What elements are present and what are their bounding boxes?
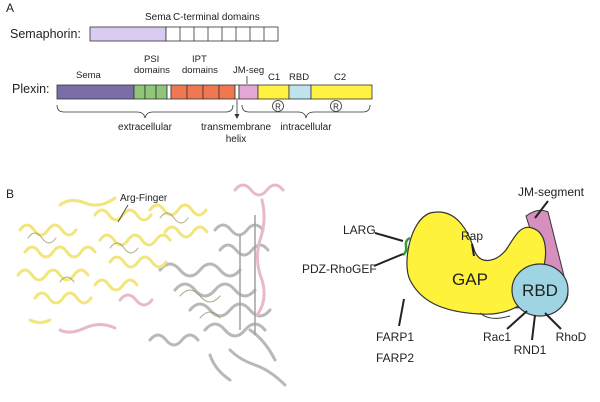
jm-seg-label: JM-seg <box>233 65 264 76</box>
plexin-c2-domain <box>310 84 373 100</box>
rap-pointer <box>471 243 475 257</box>
rnd1-pointer <box>531 314 536 341</box>
psi-label-line2: domains <box>134 65 170 76</box>
rap-label: Rap <box>461 229 483 243</box>
rbd-label: RBD <box>522 281 558 300</box>
pdz-rhogef-pointer <box>373 253 404 267</box>
rac1-label: Rac1 <box>483 330 511 344</box>
plexin-c1-domain <box>257 84 290 100</box>
farp-pointer <box>398 298 405 327</box>
larg-pointer <box>374 232 404 242</box>
rnd1-label: RND1 <box>514 343 547 357</box>
binding-site-marker <box>402 236 411 256</box>
semaphorin-sema-label: Sema <box>145 12 172 23</box>
rbd-label: RBD <box>289 72 309 83</box>
rhod-label: RhoD <box>556 330 587 344</box>
plexin-rbd-domain <box>288 84 312 100</box>
ipt-label-line2: domains <box>182 65 218 76</box>
rhod-pointer <box>544 312 562 330</box>
panel-a-label: A <box>6 1 14 15</box>
semaphorin-cterminal-label: C-terminal domains <box>173 12 260 23</box>
plexin-jm-domain <box>238 84 259 100</box>
plexin-ipt-domains <box>170 84 236 100</box>
arg-finger-label: Arg-Finger <box>120 193 168 204</box>
jm-segment-pointer <box>534 200 549 219</box>
svg-text:R: R <box>333 103 339 112</box>
plexin-sema-label: Sema <box>76 70 102 81</box>
transmembrane-label-line2: helix <box>226 134 247 145</box>
semaphorin-label: Semaphorin: <box>10 27 81 41</box>
intracellular-brace <box>241 104 371 119</box>
farp1-label: FARP1 <box>376 330 414 344</box>
gap-domain-shape <box>406 211 547 315</box>
transmembrane-label-line1: transmembrane <box>201 122 271 133</box>
r-marker-c2: R <box>330 100 342 112</box>
c2-label: C2 <box>334 72 346 83</box>
intracellular-label: intracellular <box>280 122 332 133</box>
semaphorin-sema-domain <box>89 26 167 42</box>
protein-structure-image <box>16 183 287 387</box>
extracellular-brace <box>56 104 234 119</box>
rac1-pointer <box>506 310 528 330</box>
larg-label: LARG <box>343 223 376 237</box>
jm-segment-label: JM-segment <box>518 185 585 199</box>
c1-label: C1 <box>268 72 280 83</box>
svg-text:R: R <box>275 103 281 112</box>
linker-loop <box>479 312 511 319</box>
pdz-rhogef-label: PDZ-RhoGEF <box>302 262 377 276</box>
plexin-label: Plexin: <box>12 82 50 96</box>
farp2-label: FARP2 <box>376 351 414 365</box>
plexin-transmembrane <box>234 84 240 100</box>
panel-b-label: B <box>6 187 14 201</box>
plexin-psi-domains <box>133 84 168 100</box>
r-marker-c1: R <box>272 100 284 112</box>
gap-label: GAP <box>452 270 488 289</box>
arg-finger-pointer <box>117 204 129 223</box>
plexin-linker <box>166 84 172 100</box>
ipt-label-line1: IPT <box>192 54 207 65</box>
semaphorin-cterminal-domains <box>165 26 279 42</box>
extracellular-label: extracellular <box>118 122 173 133</box>
plexin-sema-domain <box>56 84 135 100</box>
rbd-domain-shape <box>511 263 569 317</box>
psi-label-line1: PSI <box>144 54 159 65</box>
